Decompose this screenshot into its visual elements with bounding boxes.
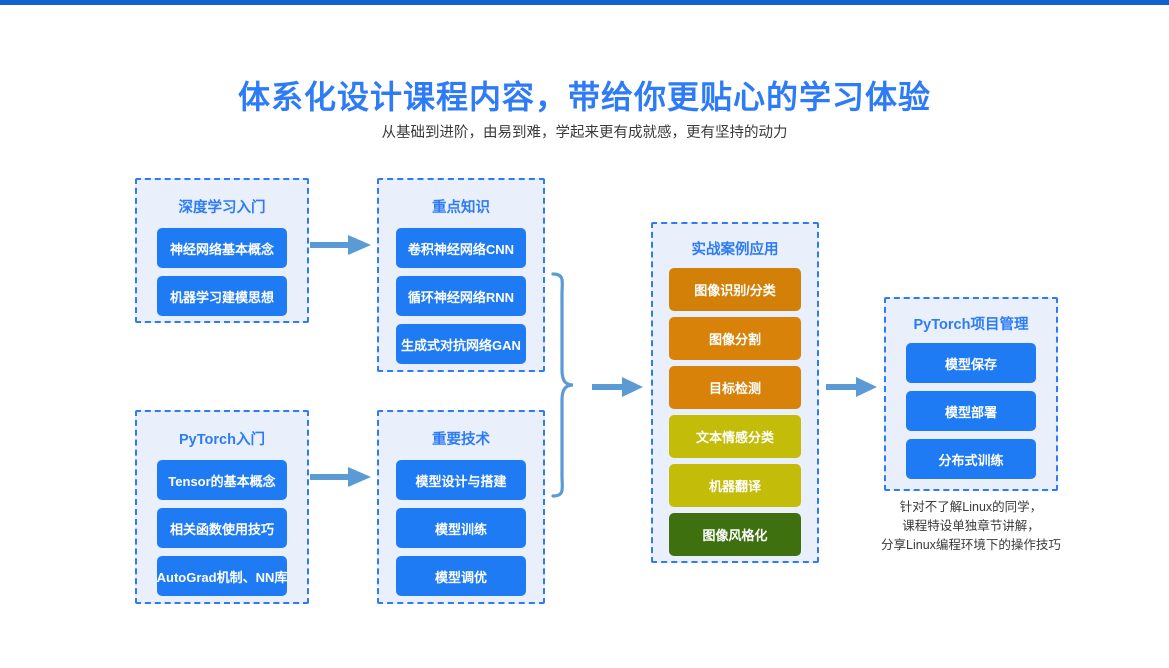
group-important-tech: 重要技术 模型设计与搭建 模型训练 模型调优 [377,410,545,604]
chip-item[interactable]: 卷积神经网络CNN [396,228,526,268]
chip-item[interactable]: 图像风格化 [669,513,801,556]
group-title-key-knowledge: 重点知识 [432,200,490,216]
chip-item[interactable]: 神经网络基本概念 [157,228,287,268]
page-subtitle: 从基础到进阶，由易到难，学起来更有成就感，更有坚持的动力 [381,125,788,141]
group-pytorch-project-management: PyTorch项目管理 模型保存 模型部署 分布式训练 [884,297,1058,491]
chip-item[interactable]: 机器学习建模思想 [157,276,287,316]
chip-item[interactable]: 图像识别/分类 [669,268,801,311]
chip-item[interactable]: 模型部署 [906,391,1036,431]
chip-item[interactable]: 分布式训练 [906,439,1036,479]
group-title-important-tech: 重要技术 [432,432,490,448]
chip-item[interactable]: 目标检测 [669,366,801,409]
chip-list-practical-cases: 图像识别/分类 图像分割 目标检测 文本情感分类 机器翻译 图像风格化 [653,268,817,556]
top-accent-bar [0,0,1169,5]
arrow-right-icon [592,377,643,397]
curly-brace-icon [551,272,574,498]
group-title-practical-cases: 实战案例应用 [691,242,779,258]
group-title-pytorch-project-management: PyTorch项目管理 [913,317,1029,333]
footnote-line-2: 课程特设单独章节讲解， [902,519,1040,533]
chip-item[interactable]: 模型设计与搭建 [396,460,526,500]
chip-list-pytorch-intro: Tensor的基本概念 相关函数使用技巧 AutoGrad机制、NN库 [137,460,307,596]
group-key-knowledge: 重点知识 卷积神经网络CNN 循环神经网络RNN 生成式对抗网络GAN [377,178,545,372]
chip-item[interactable]: 循环神经网络RNN [396,276,526,316]
footnote-line-3: 分享Linux编程环境下的操作技巧 [881,538,1061,552]
arrow-right-icon [826,377,877,397]
chip-item[interactable]: 文本情感分类 [669,415,801,458]
linux-footnote: 针对不了解Linux的同学， 课程特设单独章节讲解， 分享Linux编程环境下的… [866,498,1076,555]
group-title-pytorch-intro: PyTorch入门 [179,432,265,448]
chip-item[interactable]: 生成式对抗网络GAN [396,324,526,364]
group-pytorch-intro: PyTorch入门 Tensor的基本概念 相关函数使用技巧 AutoGrad机… [135,410,309,604]
group-practical-cases: 实战案例应用 图像识别/分类 图像分割 目标检测 文本情感分类 机器翻译 图像风… [651,222,819,563]
chip-item[interactable]: AutoGrad机制、NN库 [157,556,287,596]
chip-item[interactable]: 相关函数使用技巧 [157,508,287,548]
chip-item[interactable]: 机器翻译 [669,464,801,507]
page-title: 体系化设计课程内容，带给你更贴心的学习体验 [237,79,931,115]
chip-list-important-tech: 模型设计与搭建 模型训练 模型调优 [379,460,543,596]
chip-list-key-knowledge: 卷积神经网络CNN 循环神经网络RNN 生成式对抗网络GAN [379,228,543,364]
group-title-deep-learning-intro: 深度学习入门 [178,200,266,216]
arrow-right-icon [310,235,371,255]
chip-item[interactable]: 模型调优 [396,556,526,596]
chip-item[interactable]: Tensor的基本概念 [157,460,287,500]
chip-item[interactable]: 模型训练 [396,508,526,548]
chip-list-deep-learning-intro: 神经网络基本概念 机器学习建模思想 [137,228,307,316]
chip-list-pytorch-project-management: 模型保存 模型部署 分布式训练 [886,343,1056,479]
group-deep-learning-intro: 深度学习入门 神经网络基本概念 机器学习建模思想 [135,178,309,323]
arrow-right-icon [310,467,371,487]
chip-item[interactable]: 模型保存 [906,343,1036,383]
footnote-line-1: 针对不了解Linux的同学， [899,500,1043,514]
chip-item[interactable]: 图像分割 [669,317,801,360]
